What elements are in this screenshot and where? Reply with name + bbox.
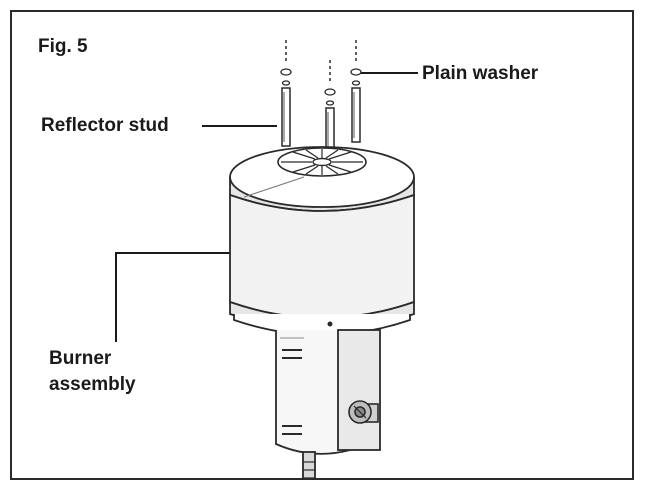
plain-washer-icon — [350, 40, 362, 143]
center-stud-icon — [324, 60, 336, 159]
burner-cylinder — [229, 146, 415, 336]
leader-lines — [115, 72, 418, 342]
burner-assembly-drawing — [115, 40, 418, 478]
burner-leader-line — [115, 252, 230, 342]
figure-title: Fig. 5 — [38, 36, 88, 57]
burner-assembly-label: Burner assembly — [49, 346, 136, 398]
burner-lower-housing — [275, 321, 381, 478]
reflector-stud-label: Reflector stud — [41, 115, 169, 136]
plain-washer-label: Plain washer — [422, 63, 539, 84]
figure-frame: Fig. 5 Reflector stud Plain washer Burne… — [10, 10, 634, 480]
burner-label-line1: Burner — [49, 348, 112, 369]
reflector-stud-icon — [280, 40, 292, 147]
gas-valve-knob-icon — [348, 400, 379, 424]
burner-top-grille — [277, 147, 367, 177]
burner-label-line2: assembly — [49, 374, 136, 395]
